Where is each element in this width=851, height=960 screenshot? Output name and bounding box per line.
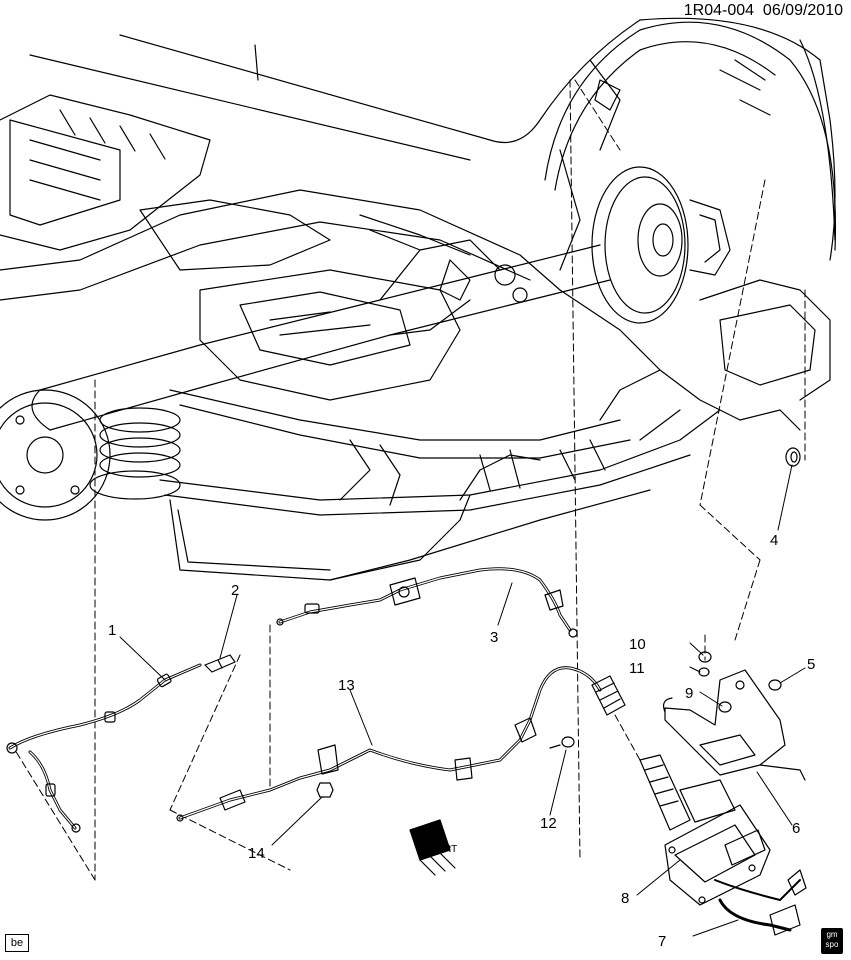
left-coil-spring xyxy=(89,407,181,500)
callout-2: 2 xyxy=(231,582,239,599)
cable-nut xyxy=(316,782,334,798)
callout-12: 12 xyxy=(540,815,557,832)
cable-bolt xyxy=(549,736,575,749)
callout-10: 10 xyxy=(629,636,646,653)
callout-9: 9 xyxy=(685,685,693,702)
view-code-badge: be xyxy=(5,934,29,952)
leader-guides xyxy=(14,79,806,881)
right-rear-parking-brake-cable xyxy=(276,567,578,638)
actuator-bracket xyxy=(662,669,806,781)
left-rear-parking-brake-cable xyxy=(6,663,202,833)
body-outline xyxy=(29,17,836,261)
right-brake-rotor xyxy=(591,166,731,324)
left-brake-backing-plate xyxy=(0,389,111,521)
callout-11: 11 xyxy=(629,660,645,677)
gmspo-logo: gm spo xyxy=(821,928,843,954)
callout-3: 3 xyxy=(490,629,498,646)
diagram-header: 1R04-004 06/09/2010 xyxy=(684,2,843,20)
logo-line-2: spo xyxy=(825,940,839,949)
callout-4: 4 xyxy=(770,532,778,549)
callout-5: 5 xyxy=(807,656,815,673)
diagram-date: 06/09/2010 xyxy=(762,2,843,19)
front-direction-label: FRT xyxy=(438,844,457,855)
callout-1: 1 xyxy=(108,622,116,639)
rear-axle xyxy=(31,214,611,431)
right-wheel-well xyxy=(544,21,837,271)
cable-clip xyxy=(204,654,236,673)
grommet xyxy=(785,447,801,467)
callout-6: 6 xyxy=(792,820,800,837)
wiring-harness xyxy=(714,869,807,936)
callout-8: 8 xyxy=(621,890,629,907)
logo-line-1: gm xyxy=(826,930,838,939)
underbody-frame xyxy=(0,94,831,581)
callout-13: 13 xyxy=(338,677,355,694)
callout-14: 14 xyxy=(248,845,265,862)
callout-labels: 1 2 3 4 5 6 7 8 9 10 11 12 13 14 xyxy=(108,532,815,950)
callout-7: 7 xyxy=(658,933,666,950)
front-parking-brake-cable xyxy=(176,666,626,822)
front-direction-arrow xyxy=(409,819,456,876)
parking-brake-actuator xyxy=(639,754,771,906)
callout-leaders xyxy=(119,464,806,937)
diagram-code: 1R04-004 xyxy=(683,2,755,19)
